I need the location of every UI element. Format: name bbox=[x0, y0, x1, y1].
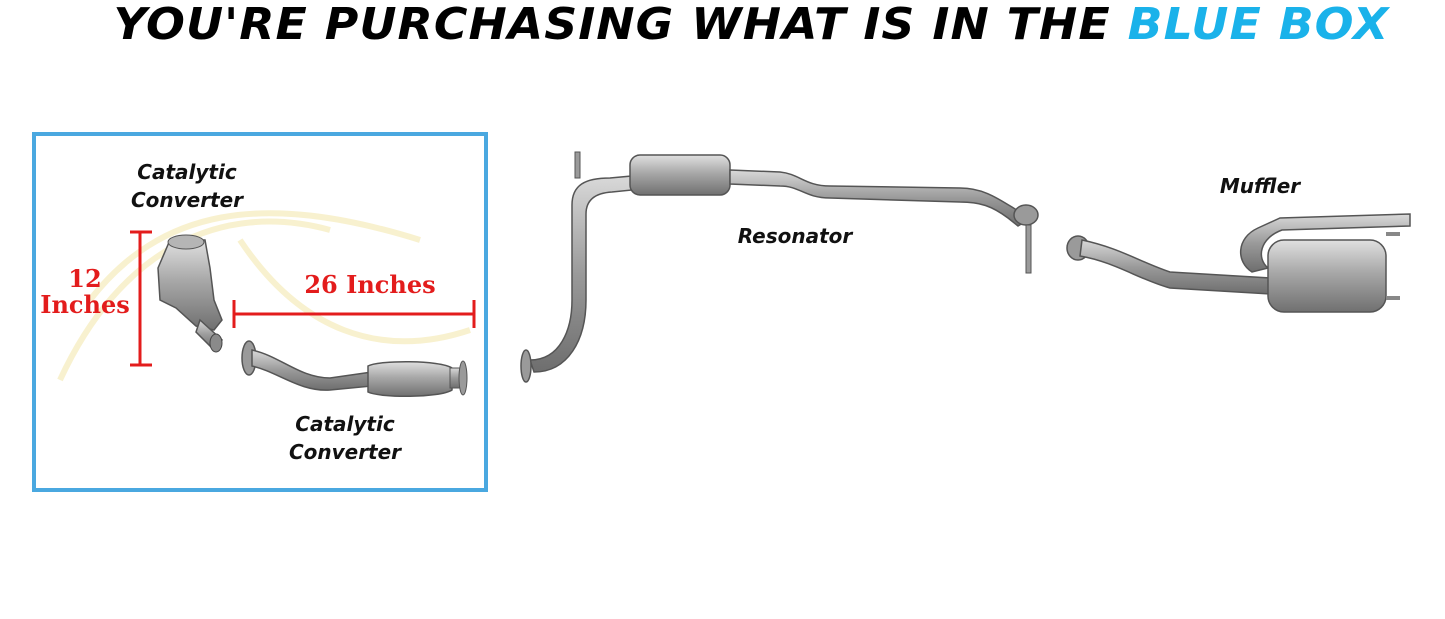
resonator-assembly bbox=[520, 151, 1039, 383]
lower-catalytic-converter bbox=[241, 340, 468, 397]
height-dimension-line bbox=[130, 230, 152, 367]
height-dimension-value: 12 bbox=[68, 264, 102, 293]
muffler-assembly bbox=[1066, 213, 1411, 313]
headline-prefix: YOU'RE PURCHASING WHAT IS IN THE bbox=[113, 0, 1111, 50]
catalytic-converter-lower-label: Catalytic Converter bbox=[270, 410, 420, 466]
blue-box bbox=[32, 132, 488, 492]
catalytic-converter-upper-label: Catalytic Converter bbox=[112, 158, 262, 214]
height-dimension-unit: Inches bbox=[40, 290, 130, 319]
resonator-label: Resonator bbox=[737, 224, 853, 248]
catalytic-converter-upper-line1: Catalytic bbox=[137, 160, 237, 184]
headline-highlight: BLUE BOX bbox=[1127, 0, 1390, 50]
width-dimension-label: 26 Inches bbox=[304, 270, 436, 299]
height-dimension-label: 12 Inches bbox=[38, 266, 132, 318]
upper-catalytic-converter bbox=[157, 234, 224, 353]
headline: YOU'RE PURCHASING WHAT IS IN THE BLUE BO… bbox=[0, 0, 1445, 50]
width-dimension-line bbox=[232, 300, 476, 328]
muffler-label: Muffler bbox=[1219, 174, 1301, 198]
catalytic-converter-upper-line2: Converter bbox=[130, 188, 244, 212]
catalytic-converter-lower-line2: Converter bbox=[288, 440, 402, 464]
catalytic-converter-lower-line1: Catalytic bbox=[295, 412, 395, 436]
